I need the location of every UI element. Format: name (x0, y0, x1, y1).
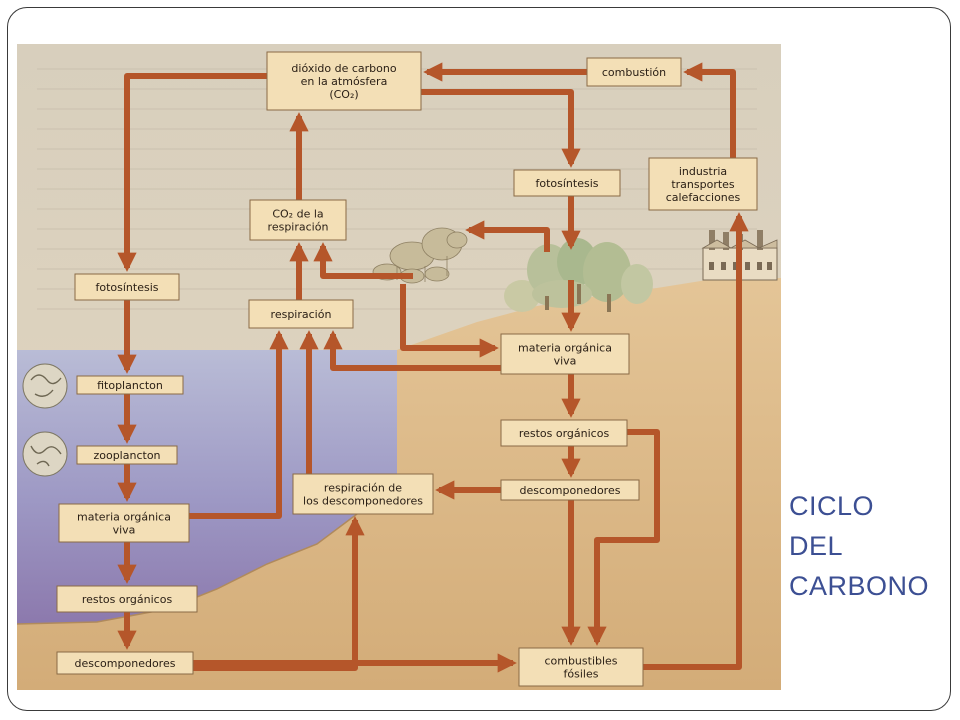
node-box-background (500, 333, 630, 375)
node-label-line: viva (113, 524, 136, 537)
slide-title: CICLO DEL CARBONO (789, 486, 959, 606)
node-box-background (500, 419, 628, 447)
node-respiration: respiración (248, 299, 354, 329)
node-label-line: fósiles (564, 668, 599, 681)
node-ocean-photosynthesis: fotosíntesis (74, 273, 180, 301)
node-box-background (249, 199, 347, 241)
node-label-line: materia orgánica (518, 342, 612, 355)
slide-title-line-3: CARBONO (789, 571, 930, 601)
flow-arrows (117, 62, 749, 673)
node-box-background (513, 169, 621, 197)
slide-title-line-1: CICLO (789, 491, 875, 521)
node-land-decomposers: descomponedores (500, 479, 640, 501)
node-label-line: CO₂ de la (272, 208, 323, 221)
flow-arrow (683, 62, 736, 158)
flow-arrow (313, 242, 413, 279)
flow-arrow (465, 220, 550, 252)
node-label-line: combustión (602, 66, 666, 79)
node-label-line: descomponedores (520, 484, 621, 497)
node-label-line: fitoplancton (97, 379, 163, 392)
grazing-animals-illustration (372, 227, 468, 284)
forest-illustration (504, 238, 653, 312)
node-box-background (500, 479, 640, 501)
node-label-line: restos orgánicos (519, 427, 610, 440)
slide-title-line-2: DEL (789, 531, 844, 561)
node-box-background (56, 585, 198, 613)
node-label-line: fotosíntesis (535, 177, 598, 190)
flow-arrow (189, 330, 289, 519)
node-box-background (248, 299, 354, 329)
node-label-line: en la atmósfera (301, 75, 388, 88)
node-box-background (76, 375, 184, 395)
node-label-line: respiración de (324, 482, 402, 495)
node-label-line: descomponedores (75, 657, 176, 670)
flow-arrow (421, 89, 581, 168)
node-box-background (58, 503, 190, 543)
flow-arrow (193, 516, 365, 671)
node-ocean-remains: restos orgánicos (56, 585, 198, 613)
node-label-line: zooplancton (93, 449, 160, 462)
node-label-line: respiración (268, 221, 329, 234)
slide-frame (7, 7, 951, 711)
ocean-area (17, 350, 397, 624)
node-label-line: calefacciones (666, 191, 741, 204)
node-box-background (648, 157, 758, 211)
flow-arrow (643, 212, 749, 670)
node-land-photosynthesis: fotosíntesis (513, 169, 621, 197)
node-box-background (266, 51, 422, 111)
flow-arrow (587, 429, 660, 646)
node-ocean-decomposers: descomponedores (56, 651, 194, 675)
node-label-line: respiración (271, 308, 332, 321)
node-label-line: los descomponedores (303, 495, 423, 508)
node-box-background (76, 445, 178, 465)
node-label-line: transportes (671, 178, 735, 191)
flow-arrow (117, 73, 267, 272)
node-label-line: industria (679, 165, 727, 178)
node-label-line: fotosíntesis (95, 281, 158, 294)
node-combustion: combustión (586, 57, 682, 87)
flow-arrow (400, 284, 499, 358)
node-box-background (56, 651, 194, 675)
node-box-background (586, 57, 682, 87)
flow-arrow (323, 330, 501, 371)
node-box-background (518, 647, 644, 687)
node-label-line: combustibles (544, 655, 617, 668)
node-box-background (74, 273, 180, 301)
node-label-line: (CO₂) (329, 88, 358, 101)
phytoplankton-illustration (22, 363, 68, 409)
zooplankton-illustration (22, 431, 68, 477)
node-box-background (292, 473, 434, 515)
node-label-line: dióxido de carbono (291, 62, 396, 75)
node-zooplankton: zooplancton (76, 445, 178, 465)
node-phytoplankton: fitoplancton (76, 375, 184, 395)
node-land-remains: restos orgánicos (500, 419, 628, 447)
node-label-line: materia orgánica (77, 511, 171, 524)
node-label-line: viva (554, 355, 577, 368)
node-label-line: restos orgánicos (82, 593, 173, 606)
